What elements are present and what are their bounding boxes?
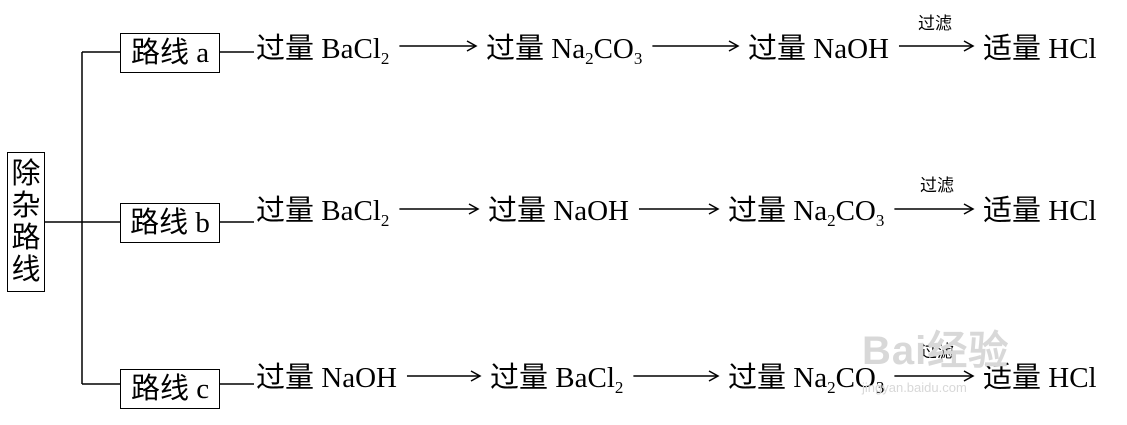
- step-formula-tail: CO: [835, 362, 876, 394]
- step-prefix: 过量: [728, 195, 794, 227]
- route-b-arrow-3-head: [963, 203, 975, 215]
- step-prefix: 适量: [983, 33, 1049, 65]
- route-b-box: 路线 b: [120, 203, 220, 243]
- step-formula-tail: CO: [593, 33, 634, 65]
- route-b-arrow-1-head: [468, 203, 480, 215]
- route-a-arrow-2-head: [728, 40, 740, 52]
- step-subscript: 2: [614, 378, 624, 397]
- step-formula: NaOH: [321, 362, 397, 394]
- route-a-step-4: 适量 HCl: [983, 35, 1097, 64]
- route-a-arrow-1-head: [466, 40, 478, 52]
- route-b-arrow-2-head: [708, 203, 720, 215]
- step-formula: BaCl: [555, 362, 615, 394]
- step-formula: NaOH: [813, 33, 889, 65]
- step-prefix: 适量: [983, 362, 1049, 394]
- step-prefix: 过量: [486, 33, 552, 65]
- step-prefix: 过量: [256, 33, 322, 65]
- step-subscript: 2: [380, 211, 390, 230]
- step-subscript: 3: [875, 378, 885, 397]
- step-subscript: 3: [875, 211, 885, 230]
- step-prefix: 过量: [488, 195, 554, 227]
- step-formula-tail: CO: [835, 195, 876, 227]
- step-formula: BaCl: [321, 33, 381, 65]
- route-c-arrow-1-head: [470, 370, 482, 382]
- route-a-step-3: 过量 NaOH: [748, 35, 889, 64]
- root-char: 线: [11, 254, 41, 286]
- step-subscript: 3: [633, 49, 643, 68]
- route-c-arrow-2-head: [708, 370, 720, 382]
- step-prefix: 过量: [748, 33, 814, 65]
- route-b-label: 路线 b: [130, 206, 210, 239]
- route-b-filter-condition: 过滤: [920, 176, 954, 195]
- route-a-step-1: 过量 BaCl2: [256, 33, 389, 68]
- route-c-step-3: 过量 Na2CO3: [728, 362, 884, 397]
- step-prefix: 过量: [256, 362, 322, 394]
- route-a-arrow-3-head: [963, 40, 975, 52]
- route-a-filter-condition: 过滤: [918, 14, 952, 33]
- route-a-step-2: 过量 Na2CO3: [486, 33, 642, 68]
- route-c-step-4: 适量 HCl: [983, 364, 1097, 393]
- step-prefix: 适量: [983, 195, 1049, 227]
- step-subscript: 2: [585, 49, 594, 68]
- step-formula: Na: [793, 362, 828, 394]
- root-char: 杂: [11, 190, 41, 222]
- step-subscript: 2: [380, 49, 390, 68]
- route-a-box: 路线 a: [120, 33, 220, 73]
- root-box-impurity-routes: 除 杂 路 线: [7, 152, 45, 292]
- step-formula: HCl: [1048, 33, 1097, 65]
- step-formula: HCl: [1048, 195, 1097, 227]
- step-formula: HCl: [1048, 362, 1097, 394]
- route-c-box: 路线 c: [120, 369, 220, 409]
- route-c-label: 路线 c: [130, 372, 210, 405]
- route-c-filter-condition: 过滤: [920, 342, 954, 361]
- step-prefix: 过量: [490, 362, 556, 394]
- route-c-arrow-3-head: [963, 370, 975, 382]
- root-char: 路: [11, 222, 41, 254]
- route-a-label: 路线 a: [130, 36, 210, 69]
- step-prefix: 过量: [728, 362, 794, 394]
- route-b-step-1: 过量 BaCl2: [256, 195, 389, 230]
- route-b-step-4: 适量 HCl: [983, 197, 1097, 226]
- route-b-step-3: 过量 Na2CO3: [728, 195, 884, 230]
- route-c-step-1: 过量 NaOH: [256, 364, 397, 393]
- step-formula: BaCl: [321, 195, 381, 227]
- step-subscript: 2: [827, 211, 836, 230]
- step-formula: Na: [793, 195, 828, 227]
- step-formula: Na: [551, 33, 586, 65]
- route-c-step-2: 过量 BaCl2: [490, 362, 623, 397]
- step-formula: NaOH: [553, 195, 629, 227]
- step-subscript: 2: [827, 378, 836, 397]
- step-prefix: 过量: [256, 195, 322, 227]
- route-b-step-2: 过量 NaOH: [488, 197, 629, 226]
- root-char: 除: [11, 158, 41, 190]
